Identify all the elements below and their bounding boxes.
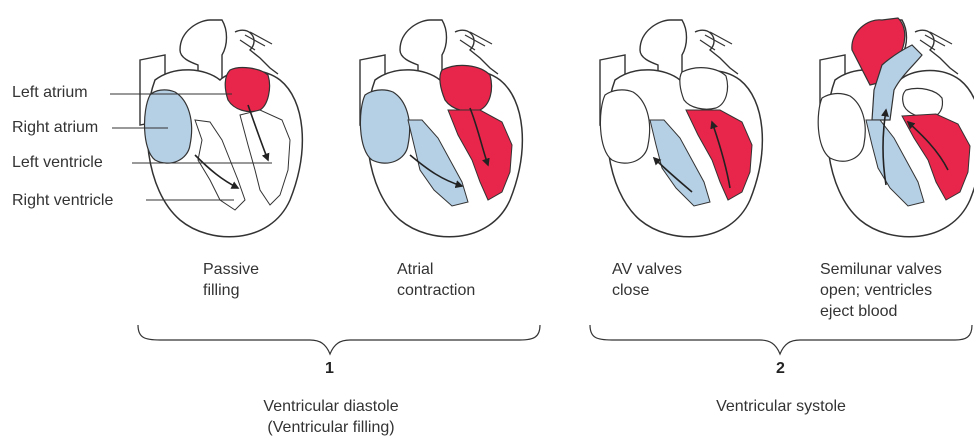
caption-atrial-contraction: Atrial contraction xyxy=(397,259,475,301)
phase-number-2: 2 xyxy=(776,360,785,378)
heart-semilunar-valves-open xyxy=(818,18,974,237)
heart-av-valves-close xyxy=(600,20,762,237)
label-left-atrium: Left atrium xyxy=(12,83,88,102)
phase-name-diastole: Ventricular diastole (Ventricular fillin… xyxy=(238,396,424,438)
caption-passive-filling: Passive filling xyxy=(203,259,259,301)
brace-systole xyxy=(590,325,972,354)
left-atrium-chamber xyxy=(225,68,269,112)
caption-av-valves-close: AV valves close xyxy=(612,259,682,301)
brace-diastole xyxy=(138,325,540,354)
left-atrium-chamber xyxy=(680,68,728,110)
right-atrium-chamber xyxy=(360,90,409,163)
phase-number-1: 1 xyxy=(325,360,334,378)
label-right-atrium: Right atrium xyxy=(12,118,98,137)
right-atrium-chamber xyxy=(818,94,865,162)
right-atrium-chamber xyxy=(145,90,192,163)
right-atrium-chamber xyxy=(600,90,649,163)
heart-atrial-contraction xyxy=(360,20,522,237)
caption-semilunar-valves-open: Semilunar valves open; ventricles eject … xyxy=(820,259,942,322)
phase-name-systole: Ventricular systole xyxy=(688,396,874,417)
label-left-ventricle: Left ventricle xyxy=(12,153,103,172)
label-right-ventricle: Right ventricle xyxy=(12,191,113,210)
